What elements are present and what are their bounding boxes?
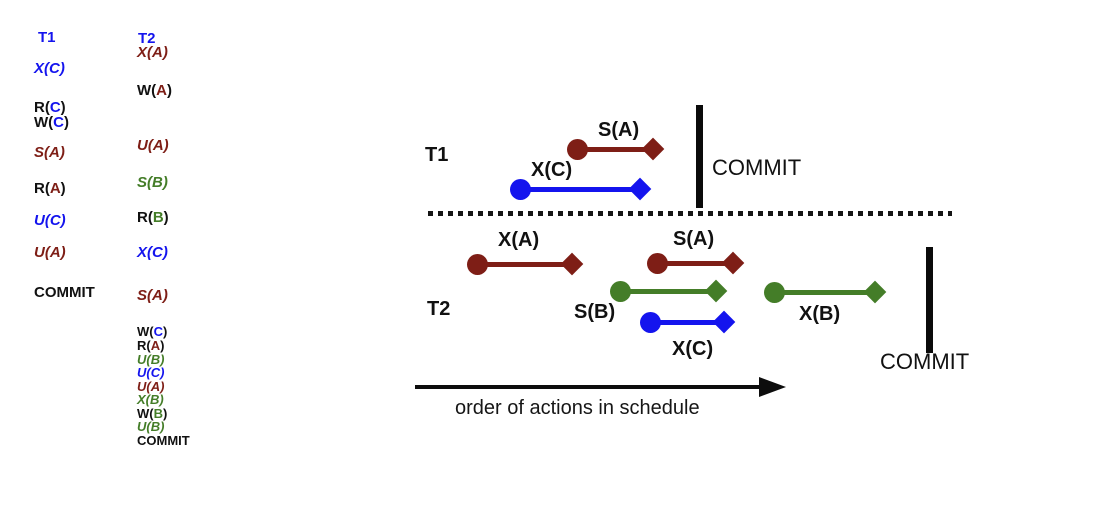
schedule-op: S(B) (137, 174, 168, 191)
schedule-op: X(C) (34, 60, 65, 77)
schedule-op: X(A) (137, 44, 168, 61)
lock-release-diamond-icon (641, 137, 665, 161)
lock-bar-line (478, 261, 572, 267)
schedule-axis-label: order of actions in schedule (455, 397, 700, 419)
lane-label-t2: T2 (427, 298, 451, 320)
lock-release-diamond-icon (560, 252, 584, 276)
lock-bar-t2-xa (466, 252, 584, 276)
lock-bar-t2-xb (763, 280, 887, 304)
lock-bar-label: S(A) (673, 228, 715, 250)
lock-release-diamond-icon (628, 177, 652, 201)
lock-bar-label: X(C) (672, 338, 714, 360)
lock-bar-line (621, 288, 716, 294)
schedule-op: U(C) (34, 212, 66, 229)
transaction-header-t2: T2 (138, 30, 156, 47)
t1-commit-label: COMMIT (712, 155, 802, 180)
lock-bar-t1-xc (509, 177, 652, 201)
transaction-header-t1: T1 (38, 29, 56, 46)
lock-bar-label: X(A) (498, 229, 540, 251)
timeline-panel: T1 T2 S(A) X(C) X(A) S(A) S(B) X(B) X(C) COMMI… (260, 0, 1120, 528)
schedule-op: R(A) (34, 180, 66, 197)
t2-commit-label: COMMIT (880, 349, 970, 374)
lane-label-t1: T1 (425, 144, 449, 166)
lock-bar-label: X(C) (531, 159, 573, 181)
schedule-axis-arrow (415, 385, 760, 389)
t1-commit-marker (696, 105, 703, 208)
schedule-op: U(A) (34, 244, 66, 261)
lock-acquire-dot-icon (640, 311, 661, 333)
lock-bar-line (578, 146, 653, 152)
lock-acquire-dot-icon (610, 280, 631, 302)
schedule-op: U(B) (137, 352, 165, 367)
lock-bar-label: X(B) (799, 303, 841, 325)
schedule-op: X(B) (137, 392, 164, 407)
lock-bar-t1-sa (566, 137, 665, 161)
lock-acquire-dot-icon (567, 138, 588, 160)
schedule-op: R(A) (137, 338, 165, 353)
lock-release-diamond-icon (721, 251, 745, 275)
lock-release-diamond-icon (704, 279, 728, 303)
schedule-op: R(B) (137, 209, 169, 226)
lock-bar-t2-xc (639, 310, 736, 334)
lock-acquire-dot-icon (764, 281, 785, 303)
lock-release-diamond-icon (863, 280, 887, 304)
schedule-op: W(C) (137, 324, 168, 339)
lock-bar-line (658, 260, 733, 266)
schedule-op: COMMIT (137, 433, 190, 448)
lock-acquire-dot-icon (467, 253, 488, 275)
schedule-op: S(A) (34, 144, 65, 161)
lock-acquire-dot-icon (510, 178, 531, 200)
lock-bar-line (775, 289, 875, 295)
schedule-op: S(A) (137, 287, 168, 304)
transaction-divider-line (428, 211, 952, 216)
lock-bar-line (651, 319, 724, 325)
t2-commit-marker (926, 247, 933, 353)
lock-bar-label: S(A) (598, 119, 640, 141)
lock-bar-line (521, 186, 640, 192)
lock-acquire-dot-icon (647, 252, 668, 274)
schedule-op: COMMIT (34, 284, 95, 301)
schedule-op: W(C) (34, 114, 69, 131)
schedule-op: R(C) (34, 99, 66, 116)
schedule-op: W(A) (137, 82, 172, 99)
schedule-op: W(B) (137, 406, 168, 421)
schedule-op: U(B) (137, 419, 165, 434)
schedule-op: U(C) (137, 365, 165, 380)
lock-release-diamond-icon (712, 310, 736, 334)
lock-bar-t2-sa (646, 251, 745, 275)
lock-bar-label: S(B) (574, 301, 616, 323)
schedule-op: U(A) (137, 379, 165, 394)
schedule-op: U(A) (137, 137, 169, 154)
lock-bar-t2-sb (609, 279, 728, 303)
schedule-op: X(C) (137, 244, 168, 261)
schedule-axis-arrowhead-icon (759, 377, 786, 397)
